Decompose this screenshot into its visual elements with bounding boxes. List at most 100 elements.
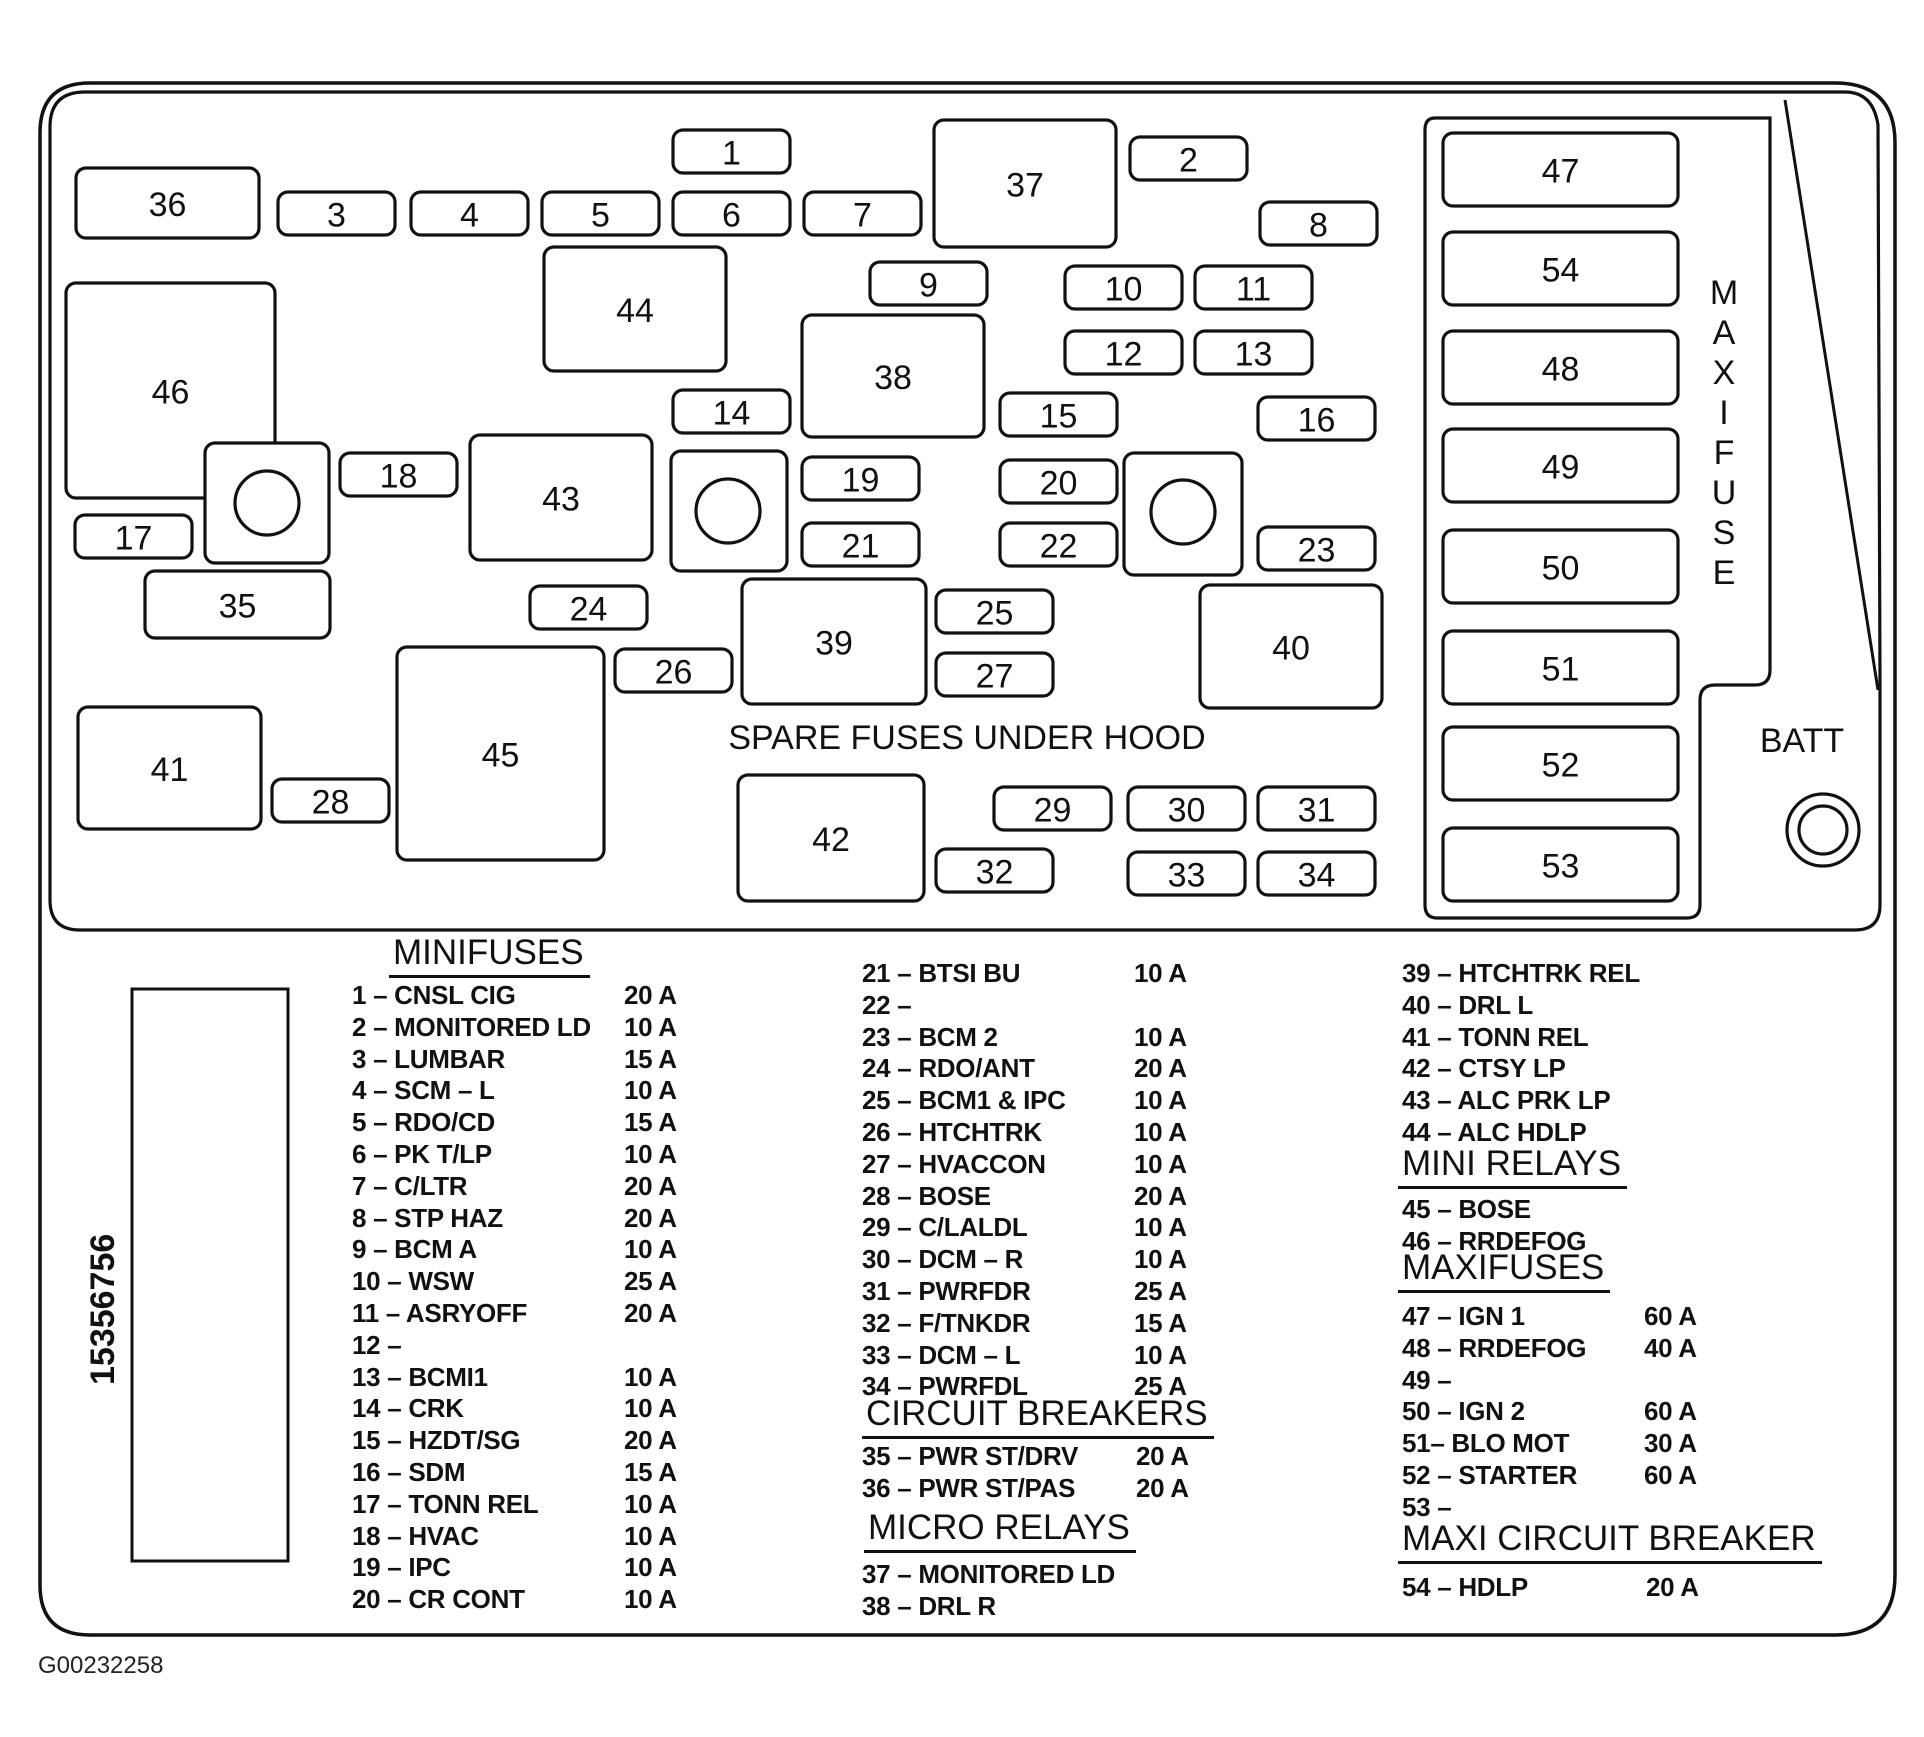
fuse-number: 22: [1040, 528, 1078, 566]
fuse-number: 21: [842, 528, 880, 566]
fuse-6: 6: [671, 190, 792, 237]
fuse-36: 36: [74, 166, 261, 240]
legend-circuit-name: 2 – MONITORED LD: [352, 1011, 591, 1042]
legend-circuit-name: 36 – PWR ST/PAS: [862, 1472, 1076, 1503]
fuse-slot: [468, 433, 654, 562]
maxifuses-title: MAXIFUSES: [1398, 1248, 1611, 1293]
legend-row: 45 – BOSE: [1402, 1194, 1822, 1226]
fuse-slot: [998, 521, 1119, 568]
fuse-slot: [1128, 135, 1249, 182]
legend-circuit-name: 23 – BCM 2: [862, 1021, 998, 1052]
fuse-number: 1: [722, 135, 741, 173]
maxi-fuse-letter: A: [1713, 314, 1736, 352]
maxi-fuse-letter: X: [1713, 354, 1736, 392]
legend-amperage: 20 A: [624, 980, 677, 1010]
fuse-number: 46: [152, 374, 190, 412]
fuse-slot: [800, 521, 921, 568]
legend-circuit-name: 4 – SCM – L: [352, 1075, 495, 1106]
fuse-49: 49: [1441, 427, 1680, 504]
legend-amperage: 10 A: [1134, 958, 1187, 988]
fuse-51: 51: [1441, 629, 1680, 706]
legend-circuit-name: 22 –: [862, 989, 912, 1020]
legend-circuit-name: 40 – DRL L: [1402, 989, 1533, 1020]
legend-circuit-name: 27 – HVACCON: [862, 1148, 1046, 1179]
legend-amperage: 15 A: [624, 1043, 677, 1074]
fuse-number: 26: [655, 654, 693, 692]
fuse-34: 34: [1256, 850, 1377, 897]
legend-amperage: 60 A: [1644, 1459, 1697, 1490]
maxi-fuse-letter: M: [1710, 274, 1738, 312]
fuse-slot: [1441, 528, 1680, 605]
relay-stud-center: [669, 449, 789, 573]
legend-circuit-name: 48 – RRDEFOG: [1402, 1332, 1587, 1363]
fuse-37: 37: [932, 118, 1118, 249]
fuse-18: 18: [338, 451, 459, 498]
fuse-slot: [934, 847, 1055, 894]
legend-amperage: 10 A: [624, 1552, 677, 1583]
fuse-slot: [1441, 131, 1680, 208]
fuse-number: 42: [812, 821, 850, 859]
legend-circuit-name: 29 – C/LALDL: [862, 1212, 1028, 1243]
legend-circuit-name: 49 –: [1402, 1364, 1452, 1395]
fuse-14: 14: [671, 388, 792, 435]
fuse-slot: [1441, 629, 1680, 706]
relay-stud-left: [203, 441, 331, 565]
legend-row: 46 – RRDEFOG: [1402, 1226, 1822, 1258]
legend-circuit-name: 24 – RDO/ANT: [862, 1053, 1035, 1084]
fuse-number: 23: [1298, 532, 1336, 570]
fuse-slot: [740, 577, 928, 706]
fuse-slot: [1193, 264, 1314, 311]
fuse-slot: [1256, 395, 1377, 442]
legend-row: 43 – ALC PRK LP: [1402, 1085, 1822, 1117]
fuse-41: 41: [76, 705, 263, 831]
fuse-slot: [868, 260, 989, 307]
fuse-4: 4: [409, 190, 530, 237]
fuse-slot: [338, 451, 459, 498]
fuse-54: 54: [1441, 230, 1680, 307]
fuse-1: 1: [671, 128, 792, 175]
legend-row: 39 – HTCHTRK REL: [1402, 958, 1822, 990]
legend-amperage: 60 A: [1644, 1301, 1697, 1331]
fuse-slot: [671, 190, 792, 237]
legend-amperage: 10 A: [1134, 1116, 1187, 1147]
fuse-number: 10: [1105, 271, 1143, 309]
fuse-number: 44: [616, 292, 654, 330]
legend-circuit-name: 14 – CRK: [352, 1393, 464, 1424]
legend-amperage: 10 A: [1134, 1085, 1187, 1116]
fuse-33: 33: [1126, 850, 1247, 897]
relay-stud-right: [1122, 451, 1244, 577]
fuse-31: 31: [1256, 785, 1377, 832]
fuse-22: 22: [998, 521, 1119, 568]
fuse-slot: [395, 645, 606, 862]
legend-circuit-name: 51– BLO MOT: [1402, 1428, 1570, 1459]
legend-circuit-name: 28 – BOSE: [862, 1180, 991, 1211]
legend-amperage: 20 A: [624, 1425, 677, 1456]
fuse-slot: [736, 773, 926, 903]
fuse-number: 17: [115, 520, 153, 558]
legend-circuit-name: 30 – DCM – R: [862, 1244, 1024, 1275]
fuse-35: 35: [143, 569, 332, 640]
fuse-16: 16: [1256, 395, 1377, 442]
fuse-47: 47: [1441, 131, 1680, 208]
fuse-slot: [998, 391, 1119, 438]
fuse-number: 39: [815, 625, 853, 663]
fuse-slot: [542, 245, 728, 373]
